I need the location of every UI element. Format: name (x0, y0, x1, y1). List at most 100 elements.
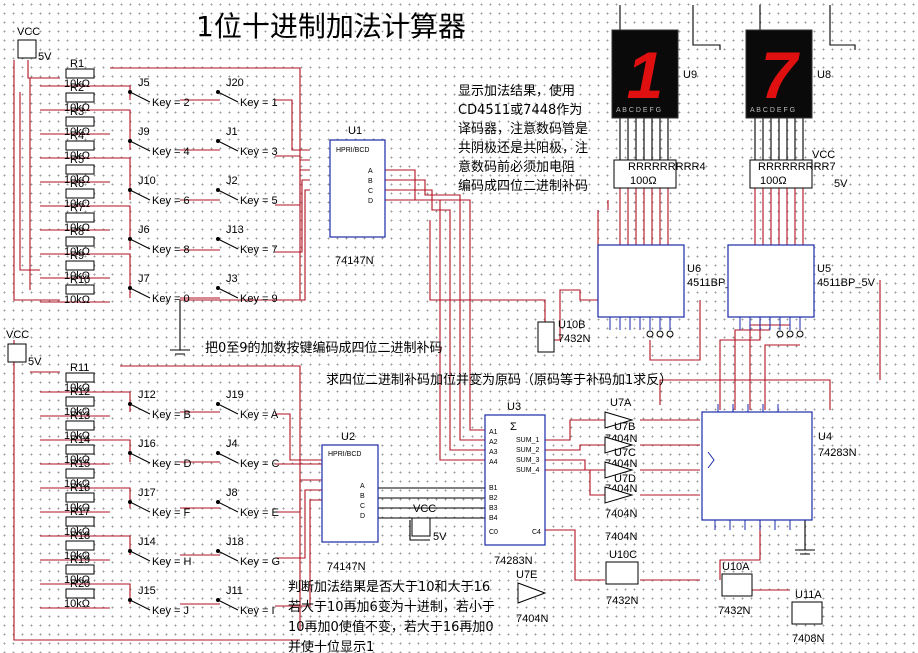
chip-part: 74283N (818, 447, 857, 459)
gate-u11a[interactable]: U11A 7408N (791, 589, 824, 645)
switch-blade (217, 599, 239, 611)
switch-blade (217, 403, 239, 415)
switch-contact (216, 139, 220, 143)
switch-key-label: Key = F (152, 507, 190, 519)
switch-contact (216, 402, 220, 406)
pin-sum1: SUM_1 (516, 437, 539, 444)
resistor-ref: R5 (70, 154, 84, 166)
resistor-body (65, 516, 95, 527)
resistor-pack-right: RRRRRRRRR7 100Ω (749, 159, 836, 189)
note-line: 10再加0使值不变，若大于16再加0 (288, 619, 494, 635)
switch-ref: J15 (138, 585, 156, 597)
inverter-symbol (604, 461, 634, 479)
pack-value: 100Ω (630, 175, 657, 187)
note-line: CD4511或7448作为 (458, 103, 582, 118)
gate-u10b[interactable]: U10B 7432N (537, 319, 590, 353)
chip-body (701, 411, 813, 521)
resistor-body (65, 260, 95, 271)
note-line: 意数码前必须加电阻 (458, 159, 575, 175)
switch-contact (216, 549, 220, 553)
inverter-array-u7[interactable]: U7A 7404N U7B 7404N U7C 7404N U7D 7404N … (604, 397, 637, 543)
resistor-body (65, 468, 95, 479)
inv-part: 7404N (605, 508, 637, 520)
chip-u6[interactable]: U6 4511BP_5V (597, 244, 746, 338)
gate-body (537, 321, 555, 353)
resistor-ref: R6 (70, 178, 84, 190)
switch-blade (217, 189, 239, 201)
pin-sum2: SUM_2 (516, 447, 539, 454)
inverter-symbol (604, 436, 634, 454)
switch-ref: J3 (226, 273, 238, 285)
page-title: 1位十进制加法计算器 (196, 10, 466, 43)
chip-u2[interactable]: U2 HPRI/BCD 74147N A B C D (321, 431, 379, 573)
resistor-value: 10kΩ (64, 126, 90, 138)
chip-u3[interactable]: U3 Σ 74283N A1 A2 A3 A4 B1 B2 B3 B4 C0 S… (484, 401, 546, 567)
switch-key-label: Key = 3 (240, 146, 278, 158)
chip-ref: U3 (507, 401, 521, 413)
chip-body (727, 244, 815, 318)
resistor-body (65, 116, 95, 127)
chip-ref: U2 (341, 431, 355, 443)
switch-ref: J14 (138, 536, 156, 548)
inverter-u7e[interactable]: U7E 7404N (516, 569, 548, 625)
vcc-voltage: 5V (38, 51, 52, 63)
switch-contact (216, 451, 220, 455)
resistor-body (65, 564, 95, 575)
gate-body (791, 601, 823, 625)
resistor-value: 10kΩ (64, 574, 90, 586)
pin-a2: A2 (489, 439, 498, 446)
gate-u10a[interactable]: U10A 7432N (718, 561, 753, 617)
display-body (611, 29, 679, 119)
chip-u1[interactable]: U1 HPRI/BCD 74147N A B C D (329, 125, 386, 267)
chip-u5[interactable]: U5 4511BP_5V (727, 244, 876, 338)
resistor-ref: R2 (70, 82, 84, 94)
switch-ref: J6 (138, 224, 150, 236)
vcc-symbol (411, 517, 431, 537)
chip-u4[interactable]: U4 74283N (701, 404, 857, 530)
gate-u10c[interactable]: U10C 7432N (605, 549, 639, 607)
switch-key-label: Key = 6 (152, 195, 190, 207)
inv-ref: U7C (614, 447, 636, 459)
resistor-value: 10kΩ (64, 430, 90, 442)
